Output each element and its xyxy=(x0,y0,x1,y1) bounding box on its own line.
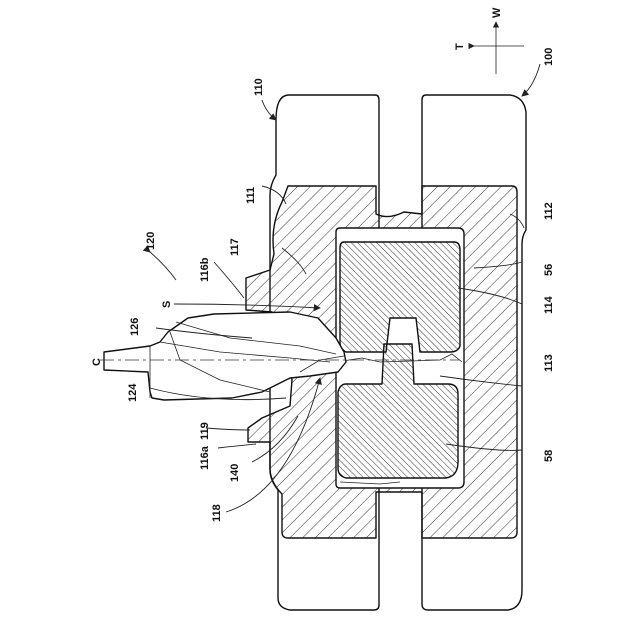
label-111: 111 xyxy=(245,187,257,204)
label-124: 124 xyxy=(127,383,139,402)
label-113: 113 xyxy=(543,354,555,372)
label-116b: 116b xyxy=(199,257,211,282)
label-110: 110 xyxy=(253,78,265,96)
label-117: 117 xyxy=(229,238,241,256)
label-114: 114 xyxy=(543,295,555,314)
axis-label-w: W xyxy=(491,7,503,18)
axis-label-t: T xyxy=(454,43,466,50)
label-116a: 116a xyxy=(199,445,211,470)
label-118: 118 xyxy=(211,504,223,522)
label-100: 100 xyxy=(543,48,555,66)
label-58: 58 xyxy=(543,450,555,462)
label-112: 112 xyxy=(543,202,555,220)
label-s: S xyxy=(161,301,173,308)
label-c: C xyxy=(91,358,103,366)
label-120: 120 xyxy=(145,232,157,250)
label-56: 56 xyxy=(543,264,555,276)
orientation-axes: T W xyxy=(454,7,524,74)
label-140: 140 xyxy=(229,464,241,482)
label-119: 119 xyxy=(199,422,211,440)
label-126: 126 xyxy=(129,318,141,336)
